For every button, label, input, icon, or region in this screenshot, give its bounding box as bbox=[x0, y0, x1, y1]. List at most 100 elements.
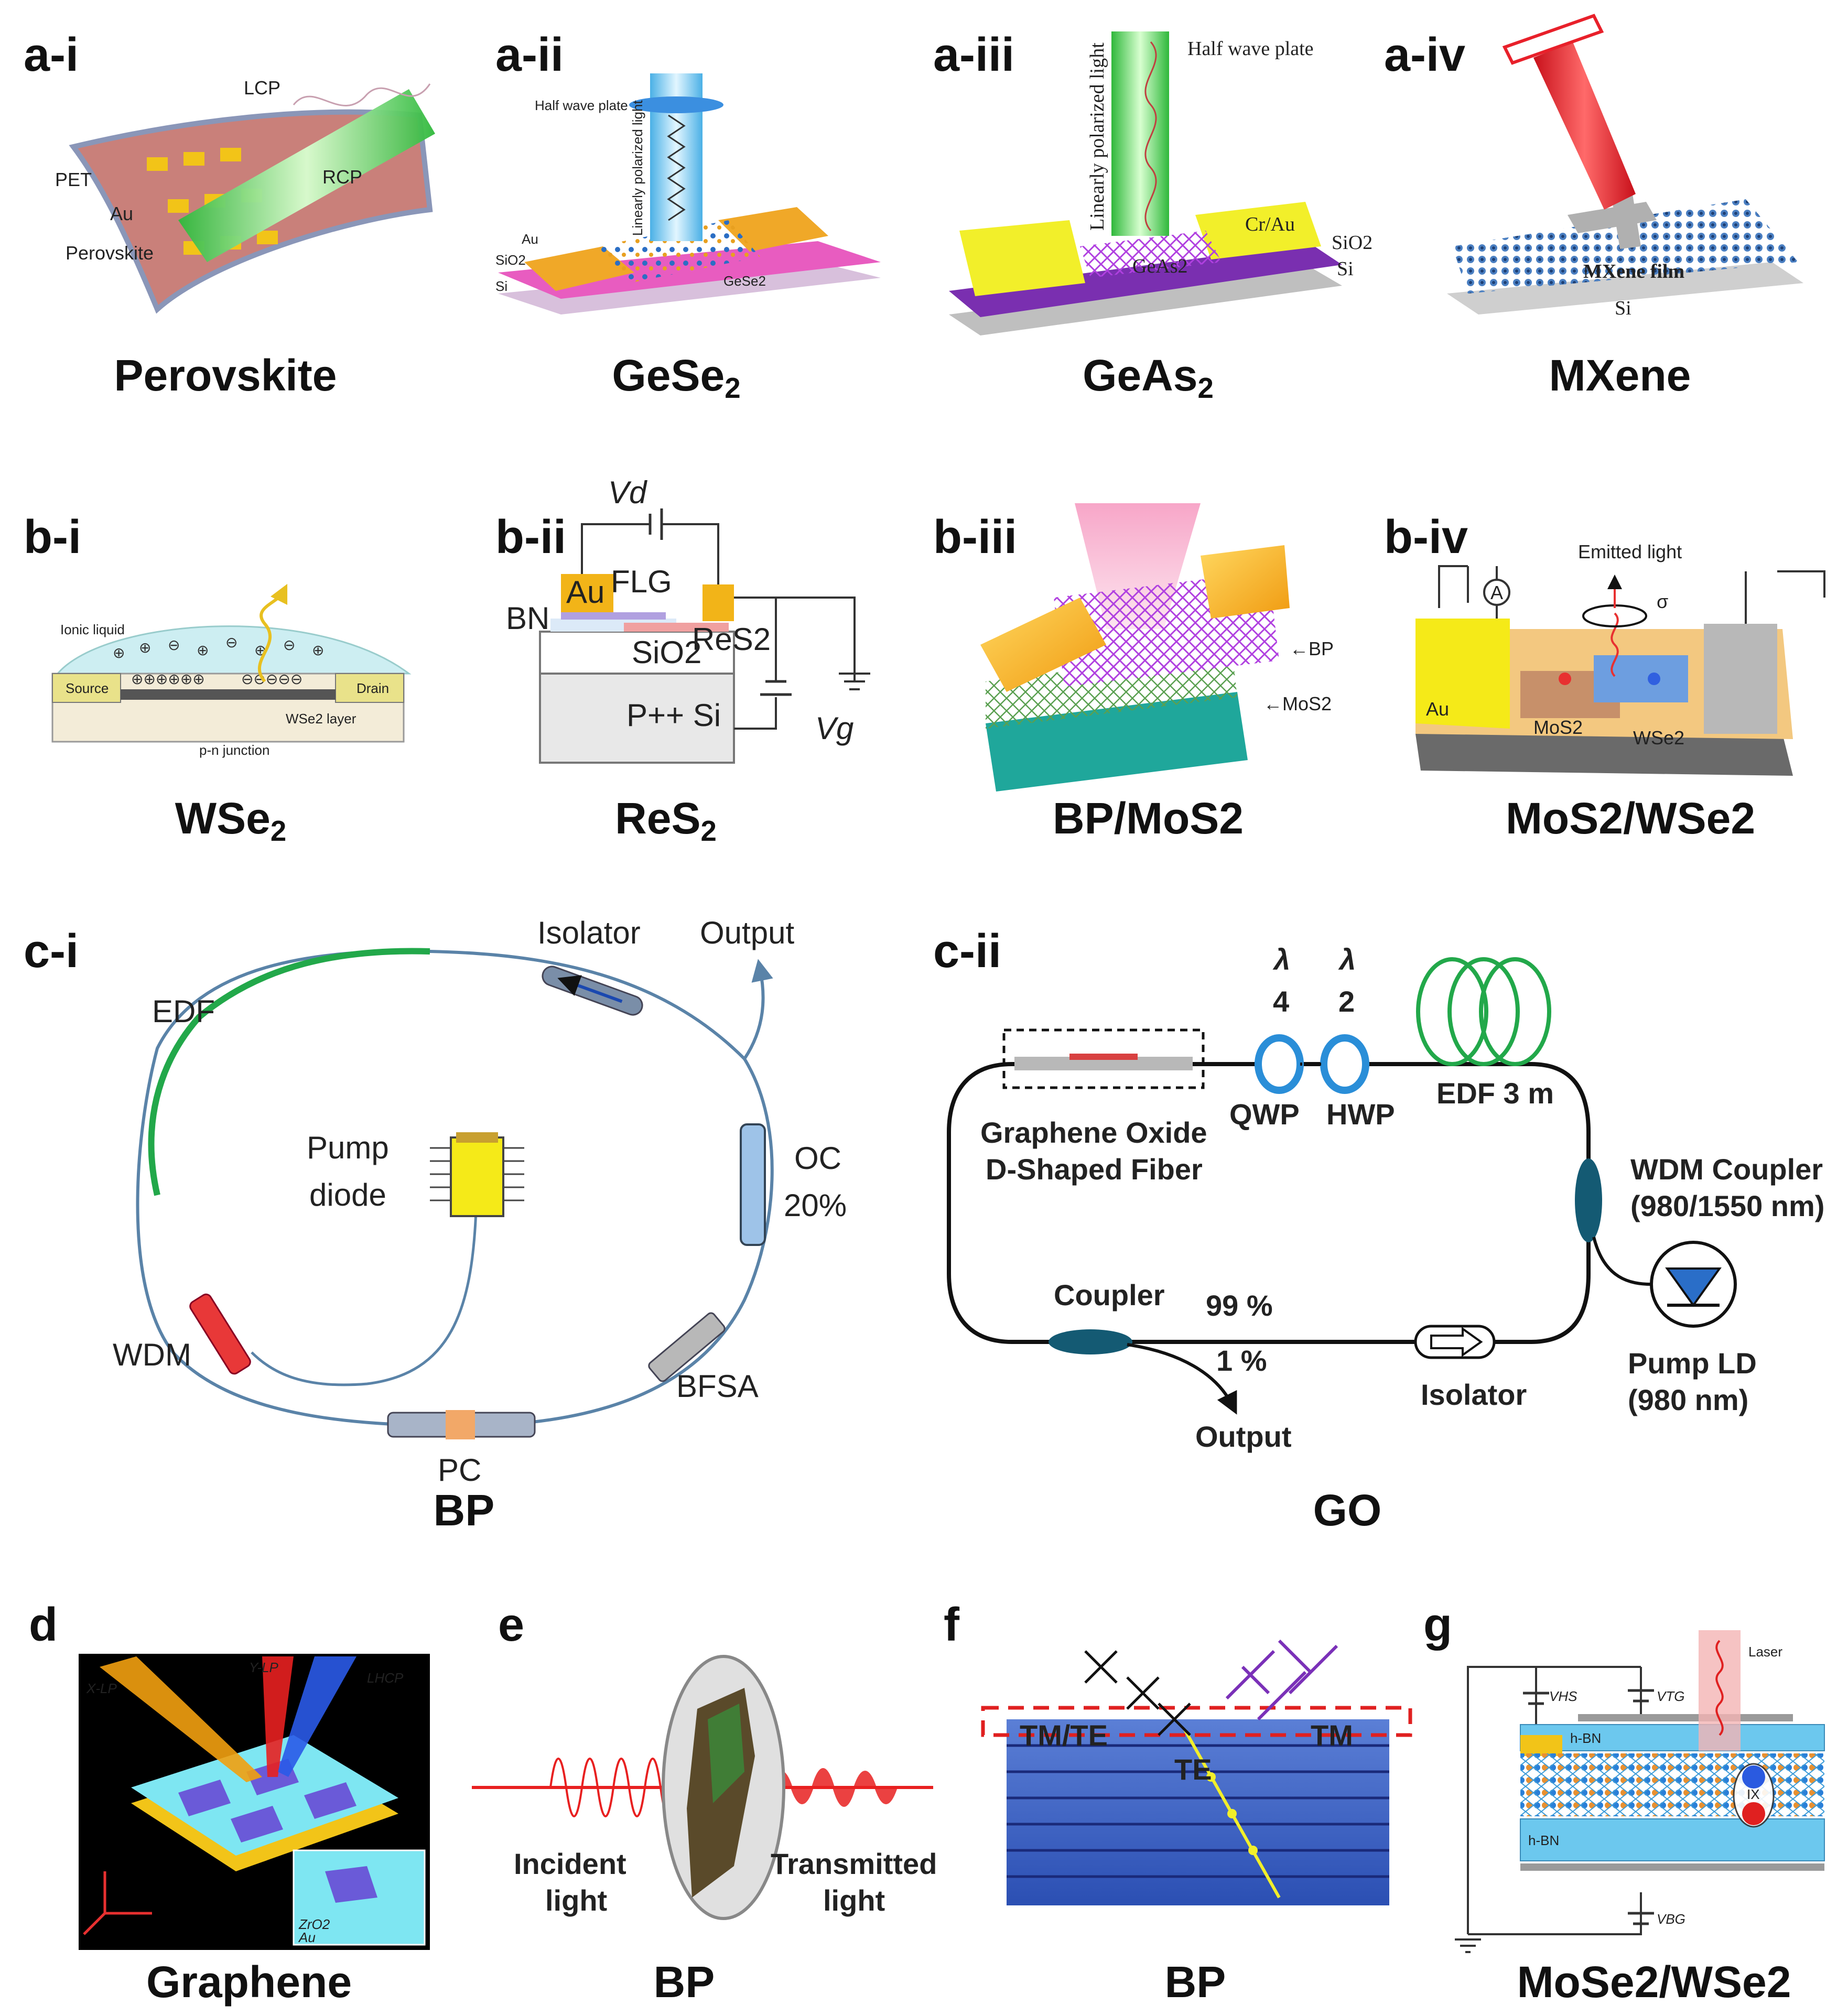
label-xlp: X-LP bbox=[86, 1681, 117, 1696]
label-edf: EDF 3 m bbox=[1436, 1077, 1554, 1110]
svg-text:⊖: ⊖ bbox=[168, 636, 180, 654]
substrate bbox=[1415, 734, 1793, 776]
res2-layer bbox=[624, 623, 729, 632]
heterobilayer bbox=[1520, 1753, 1824, 1816]
au-right bbox=[703, 584, 734, 621]
label-vtg: VTG bbox=[1657, 1688, 1684, 1704]
label-drain: Drain bbox=[356, 680, 389, 696]
label-si: Si bbox=[495, 278, 507, 294]
pump-diode-icon bbox=[430, 1132, 524, 1217]
svg-text:⊕: ⊕ bbox=[139, 639, 151, 656]
label-mxene-film: MXene film bbox=[1583, 261, 1684, 283]
panel-a-i: a-i LCP RCP PET Au Perovskite Perovskite bbox=[24, 29, 435, 400]
isolator-icon bbox=[1414, 1325, 1496, 1359]
panel-tag-a-ii: a-ii bbox=[495, 29, 564, 81]
panel-tag-d: d bbox=[29, 1599, 58, 1651]
label-wse2: WSe2 bbox=[1633, 727, 1684, 749]
te-dots bbox=[1206, 1772, 1258, 1855]
substrate-si bbox=[949, 267, 1342, 335]
isolator bbox=[542, 966, 643, 1016]
beam-gold bbox=[100, 1656, 262, 1782]
output-branch bbox=[1127, 1343, 1237, 1415]
label-te: TE bbox=[1174, 1753, 1212, 1786]
label-transmitted-light: light bbox=[823, 1884, 885, 1917]
hbn-top bbox=[1520, 1724, 1825, 1751]
emission-arrow bbox=[257, 583, 288, 682]
caption-gese2-base: GeSe bbox=[612, 351, 725, 400]
caption-graphene: Graphene bbox=[146, 1957, 352, 2007]
coupler bbox=[1049, 1329, 1132, 1354]
hole-plus bbox=[1742, 1765, 1765, 1789]
tm-arrows bbox=[1225, 1639, 1338, 1721]
ion-symbols: ⊕⊕⊖⊕⊖⊕⊖⊕ ⊕⊕⊕⊕⊕⊕⊖⊖⊖⊖⊖ bbox=[113, 634, 324, 688]
panel-c-ii: c-ii λ 4 λ 2 Graphene Oxide D-Shaped Fib… bbox=[933, 925, 1824, 1535]
svg-text:⊕⊕⊕⊕⊕⊕: ⊕⊕⊕⊕⊕⊕ bbox=[131, 670, 205, 688]
label-sio2: SiO2 bbox=[1332, 232, 1373, 254]
flg-layer bbox=[561, 612, 666, 620]
svg-text:⊖⊖⊖⊖⊖: ⊖⊖⊖⊖⊖ bbox=[241, 670, 302, 688]
bottom-gate bbox=[1520, 1863, 1824, 1871]
label-tm-te: TM/TE bbox=[1020, 1719, 1108, 1752]
label-ionic-liquid: Ionic liquid bbox=[60, 622, 125, 637]
label-source: Source bbox=[66, 680, 109, 696]
edf-coil bbox=[1416, 957, 1551, 1066]
label-oc: OC bbox=[794, 1141, 841, 1176]
panel-b-iv: b-iv A Emitted light σ Au MoS2 WSe2 MoS2… bbox=[1384, 511, 1825, 843]
emission-wave bbox=[1611, 612, 1619, 677]
caption-bp-mos2: BP/MoS2 bbox=[1053, 794, 1244, 843]
oc-coupler bbox=[740, 1123, 766, 1246]
label-au: Au bbox=[110, 203, 133, 224]
label-perovskite: Perovskite bbox=[66, 242, 154, 264]
label-lambda-qwp: λ bbox=[1272, 943, 1290, 976]
label-vhs: VHS bbox=[1549, 1688, 1577, 1704]
panel-d: d X-LP Y-LP LHCP ZrO2 Au Graphene bbox=[29, 1599, 430, 2007]
label-transmitted: Transmitted bbox=[771, 1847, 937, 1880]
label-p-si: P++ Si bbox=[626, 698, 721, 733]
label-gese2-flake: GeSe2 bbox=[723, 273, 766, 289]
si-substrate bbox=[1447, 262, 1803, 315]
svg-text:⊕: ⊕ bbox=[312, 642, 324, 659]
bp-flake-highlight bbox=[708, 1704, 744, 1803]
label-au: Au bbox=[566, 575, 604, 610]
caption-wse2: WSe2 bbox=[175, 794, 286, 847]
ionic-liquid-drop bbox=[56, 625, 412, 675]
panel-tag-b-ii: b-ii bbox=[495, 511, 566, 563]
battery-vbg bbox=[1628, 1912, 1654, 1925]
hole-dot bbox=[1648, 673, 1660, 685]
label-wdm: WDM bbox=[113, 1337, 191, 1372]
electron-dot bbox=[1559, 673, 1571, 685]
label-ammeter: A bbox=[1490, 582, 1503, 603]
label-pet: PET bbox=[55, 169, 92, 190]
electrode-right bbox=[1201, 545, 1290, 619]
caption-gese2: GeSe2 bbox=[612, 351, 740, 404]
surface-dashed-box bbox=[981, 1706, 1412, 1737]
transmitted-wave bbox=[770, 1768, 898, 1807]
label-isolator: Isolator bbox=[1421, 1378, 1527, 1411]
panel-a-ii: a-ii Half wave plate Linearly polarized … bbox=[495, 29, 881, 404]
label-sio2: SiO2 bbox=[495, 252, 526, 268]
inset-cross bbox=[325, 1866, 377, 1903]
label-qwp-four: 4 bbox=[1273, 985, 1289, 1018]
qwp-icon bbox=[1255, 1034, 1304, 1094]
label-au: Au bbox=[1426, 698, 1449, 720]
caption-perovskite: Perovskite bbox=[114, 351, 337, 400]
caption-res2-base: ReS bbox=[615, 794, 700, 843]
source-pad bbox=[52, 673, 121, 703]
caption-gese2-sub: 2 bbox=[725, 372, 740, 404]
au-pad-left bbox=[524, 246, 634, 291]
label-au: Au bbox=[522, 231, 538, 247]
label-wse2-layer: WSe2 layer bbox=[286, 711, 356, 727]
label-mos2: MoS2 bbox=[1533, 717, 1583, 738]
label-vbg: VBG bbox=[1657, 1911, 1685, 1927]
bfsa bbox=[648, 1312, 726, 1382]
green-beam bbox=[178, 89, 435, 262]
panel-a-iii: a-iii Half wave plate Linearly polarized… bbox=[933, 29, 1373, 404]
panel-b-iii: b-iii ←BP ←MoS2 BP/MoS2 bbox=[933, 503, 1334, 843]
gese2-flake bbox=[598, 220, 760, 283]
label-half-wave-plate: Half wave plate bbox=[535, 97, 628, 113]
caption-res2-sub: 2 bbox=[701, 815, 717, 847]
au-left bbox=[561, 574, 613, 612]
beam-blue bbox=[278, 1656, 356, 1777]
label-si: Si bbox=[1615, 297, 1631, 319]
axes-icon bbox=[83, 1871, 152, 1935]
